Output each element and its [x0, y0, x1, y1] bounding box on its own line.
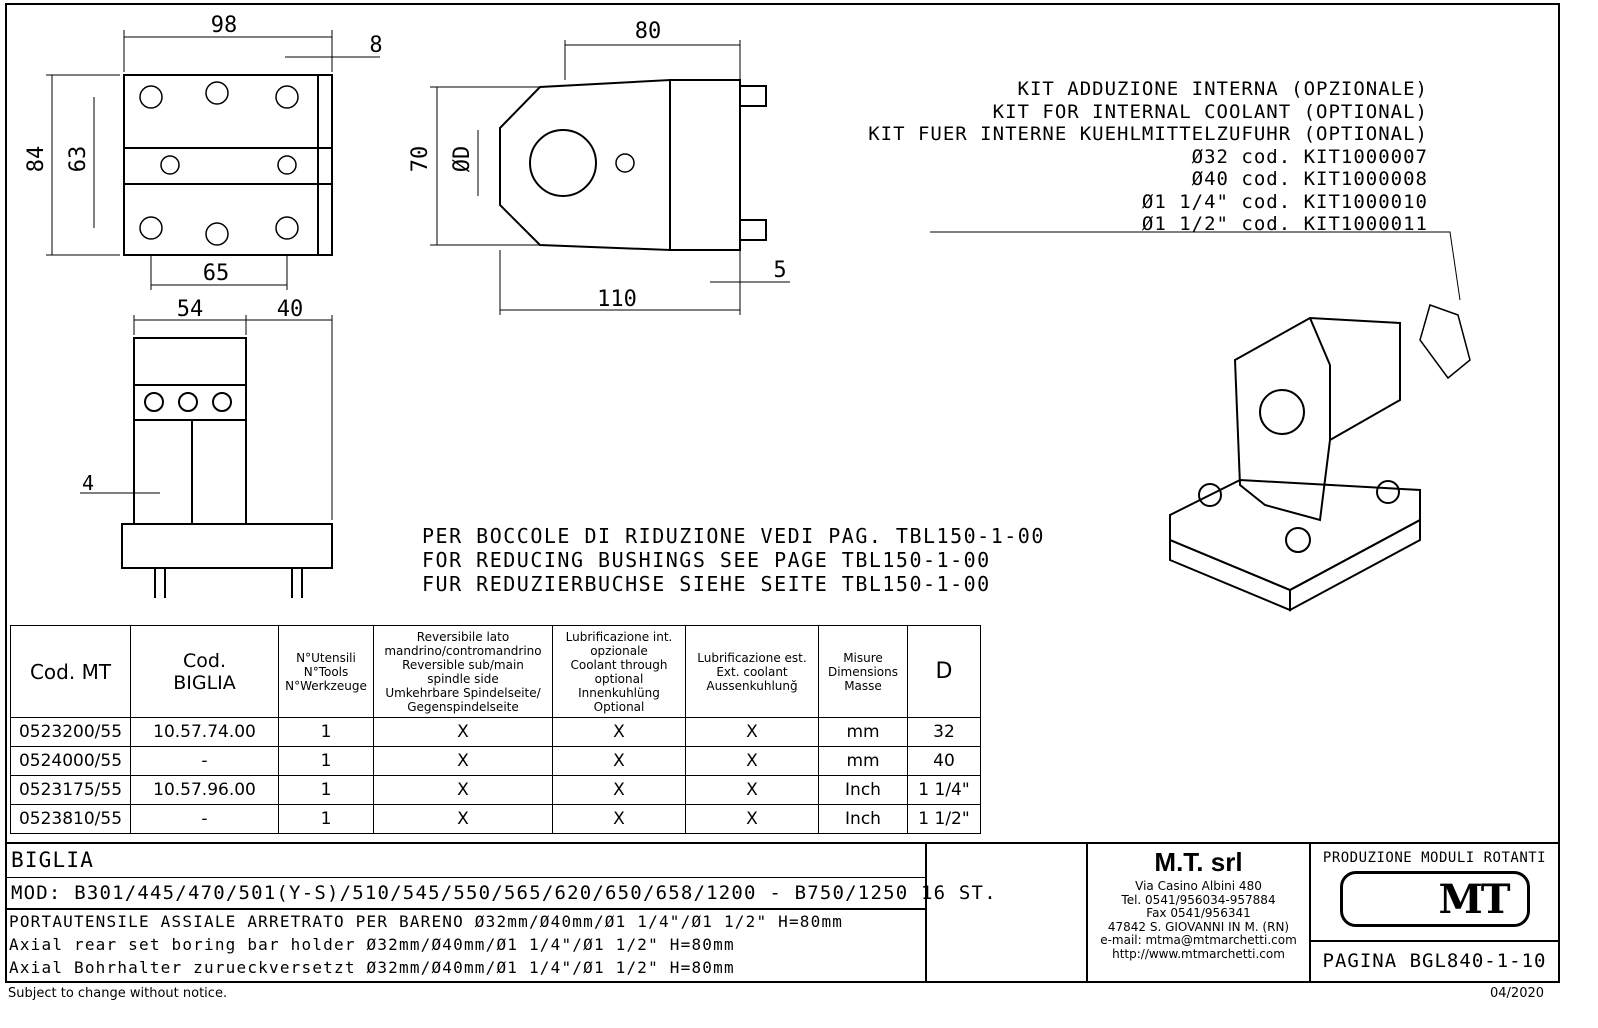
revision-date: 04/2020: [1490, 986, 1545, 1001]
title-block-blank: [925, 842, 1088, 983]
title-block-description: BIGLIA MOD: B301/445/470/501(Y-S)/510/54…: [5, 842, 996, 983]
cell: 0523200/55: [10, 717, 131, 747]
header-int-coolant: Lubrificazione int. opzionale Coolant th…: [552, 625, 686, 718]
dim-70: 70: [408, 146, 433, 173]
dim-80: 80: [635, 19, 662, 44]
cell: 32: [907, 717, 981, 747]
spec-table: Cod. MT Cod. BIGLIA N°Utensili N°Tools N…: [10, 625, 981, 834]
cell: X: [373, 746, 553, 776]
dim-54: 54: [177, 297, 204, 322]
cell: Inch: [818, 775, 908, 805]
bushing-notes: PER BOCCOLE DI RIDUZIONE VEDI PAG. TBL15…: [422, 524, 1045, 596]
cell: 10.57.96.00: [130, 775, 279, 805]
kit-code: Ø32 cod. KIT1000007: [1191, 145, 1428, 168]
kit-line: KIT FOR INTERNAL COOLANT (OPTIONAL): [992, 100, 1428, 123]
cell: X: [685, 775, 819, 805]
logo-text: MT: [1438, 875, 1510, 923]
cell: X: [552, 717, 686, 747]
description-en: Axial rear set boring bar holder Ø32mm/Ø…: [9, 935, 735, 954]
company-name: M.T. srl: [1154, 847, 1243, 877]
city: 47842 S. GIOVANNI IN M. (RN): [1107, 919, 1290, 934]
side-view: 54 40 4: [80, 297, 333, 598]
dim-5: 5: [773, 258, 786, 283]
cell: -: [130, 746, 279, 776]
cell: mm: [818, 746, 908, 776]
cell: mm: [818, 717, 908, 747]
cell: 1: [278, 804, 374, 834]
description-it: PORTAUTENSILE ASSIALE ARRETRATO PER BARE…: [9, 912, 844, 931]
cell: X: [685, 804, 819, 834]
isometric-view: [930, 231, 1471, 612]
cell: X: [685, 746, 819, 776]
page-code: PAGINA BGL840-1-10: [1322, 950, 1547, 972]
cell: 1 1/2": [907, 804, 981, 834]
coolant-kit-note: KIT ADDUZIONE INTERNA (OPZIONALE) KIT FO…: [868, 78, 1428, 236]
cell: X: [552, 746, 686, 776]
cell: 40: [907, 746, 981, 776]
cell: 0523175/55: [10, 775, 131, 805]
production-label: PRODUZIONE MODULI ROTANTI: [1322, 850, 1547, 866]
kit-code: Ø1 1/4" cod. KIT1000010: [1141, 190, 1428, 213]
header-tools: N°Utensili N°Tools N°Werkzeuge: [278, 625, 374, 718]
models: MOD: B301/445/470/501(Y-S)/510/545/550/5…: [11, 882, 997, 904]
cell: 1: [278, 775, 374, 805]
dim-4: 4: [82, 471, 94, 495]
table-header-row: Cod. MT Cod. BIGLIA N°Utensili N°Tools N…: [10, 625, 981, 718]
disclaimer: Subject to change without notice.: [8, 986, 228, 1001]
dim-84: 84: [24, 146, 49, 173]
kit-line: KIT FUER INTERNE KUEHLMITTELZUFUHR (OPTI…: [868, 123, 1428, 145]
cell: X: [373, 804, 553, 834]
header-d: D: [907, 625, 981, 718]
note-line: PER BOCCOLE DI RIDUZIONE VEDI PAG. TBL15…: [422, 524, 1045, 548]
note-line: FOR REDUCING BUSHINGS SEE PAGE TBL150-1-…: [422, 548, 991, 572]
header-cod-mt: Cod. MT: [10, 625, 131, 718]
address-line: Via Casino Albini 480: [1135, 879, 1262, 893]
top-view: 98 8 84 63 65: [24, 13, 383, 290]
note-line: FUR REDUZIERBUCHSE SIEHE SEITE TBL150-1-…: [422, 572, 991, 596]
producer-block: PRODUZIONE MODULI ROTANTI MT PAGINA BGL8…: [1309, 842, 1560, 983]
dim-63: 63: [66, 146, 91, 173]
dim-110: 110: [597, 287, 637, 312]
cell: X: [373, 717, 553, 747]
email-link: e-mail: mtma@mtmarchetti.com: [1100, 933, 1297, 947]
cell: 1 1/4": [907, 775, 981, 805]
cell: 1: [278, 717, 374, 747]
cell: Inch: [818, 804, 908, 834]
front-view: 80 70 ØD 110 5: [408, 19, 790, 315]
cell: X: [685, 717, 819, 747]
kit-code: Ø40 cod. KIT1000008: [1191, 168, 1428, 190]
cell: X: [552, 775, 686, 805]
company-block: M.T. srl Via Casino Albini 480 Tel. 0541…: [1086, 842, 1311, 983]
header-ext-coolant: Lubrificazione est. Ext. coolant Aussenk…: [685, 625, 819, 718]
dim-65: 65: [203, 261, 230, 286]
cell: X: [552, 804, 686, 834]
dim-bore-d: ØD: [450, 146, 475, 173]
kit-code: Ø1 1/2" cod. KIT1000011: [1141, 213, 1428, 235]
header-cod-biglia: Cod. BIGLIA: [130, 625, 279, 718]
header-dimensions: Misure Dimensions Masse: [818, 625, 908, 718]
mt-logo: MT: [1339, 871, 1530, 927]
cell: -: [130, 804, 279, 834]
cell: 0523810/55: [10, 804, 131, 834]
dim-98: 98: [211, 13, 238, 38]
kit-line: KIT ADDUZIONE INTERNA (OPZIONALE): [1017, 78, 1428, 100]
dim-40: 40: [277, 297, 304, 322]
website-link: http://www.mtmarchetti.com: [1112, 946, 1285, 961]
dim-8: 8: [369, 33, 382, 58]
cell: 10.57.74.00: [130, 717, 279, 747]
header-reversible: Reversibile lato mandrino/contromandrino…: [373, 625, 553, 718]
cell: 1: [278, 746, 374, 776]
phone: Tel. 0541/956034-957884: [1121, 892, 1276, 907]
cell: 0524000/55: [10, 746, 131, 776]
brand: BIGLIA: [11, 848, 95, 872]
cell: X: [373, 775, 553, 805]
fax: Fax 0541/956341: [1146, 906, 1251, 920]
description-de: Axial Bohrhalter zurueckversetzt Ø32mm/Ø…: [9, 958, 735, 977]
